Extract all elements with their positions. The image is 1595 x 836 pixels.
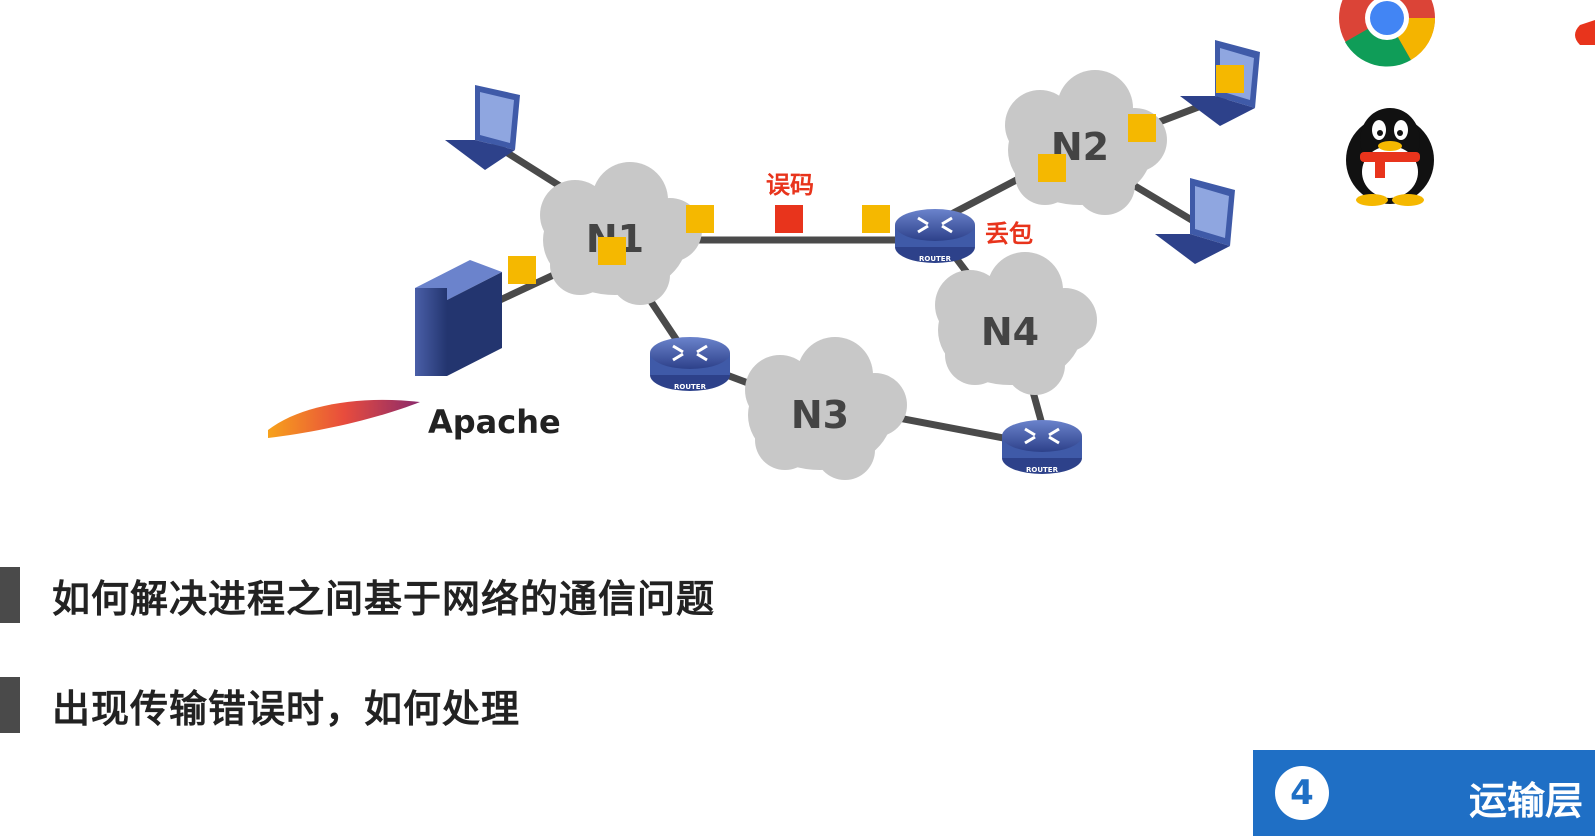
cloud-n1: N1 [540,162,702,305]
drop-label: 丢包 [985,220,1033,248]
router-bottom-right: ROUTER [1002,420,1082,474]
error-packet [775,205,803,233]
cloud-icon [935,252,1097,395]
router-left: ROUTER [650,337,730,391]
section-number: 4 [1275,766,1329,820]
apache-label: Apache [428,403,561,441]
network-label-n3: N3 [791,393,849,437]
apache-feather-icon [268,399,420,438]
cloud-n4: N4 [935,252,1097,395]
packet [686,205,714,233]
error-label: 误码 [766,171,814,199]
bullet-marker [0,567,20,623]
packet [598,237,626,265]
qq-penguin-icon [1346,108,1434,206]
apache-logo: Apache [268,399,561,441]
laptop-icon [1155,178,1235,264]
laptop-left [445,85,520,170]
packet [1128,114,1156,142]
router-icon [650,337,730,391]
partial-red-icon [1575,20,1595,45]
server-icon [415,260,502,376]
router-label: ROUTER [1026,466,1059,474]
packets [508,65,1244,284]
section-title: 运输层 [1468,779,1583,823]
router-top: ROUTER [895,209,975,263]
section-badge: 4 运输层 [1253,750,1595,836]
link-n2-laptop-bottom [1121,176,1204,229]
packet [1216,65,1244,93]
cloud-icon [745,337,907,480]
laptop-bottom-right [1155,178,1235,264]
network-label-n4: N4 [981,310,1039,354]
router-label: ROUTER [674,383,707,391]
laptop-icon [445,85,520,170]
bullet-text: 出现传输错误时，如何处理 [52,686,521,731]
chrome-icon [1339,0,1436,67]
router-icon [1002,420,1082,474]
router-icon [895,209,975,263]
bullet-marker [0,677,20,733]
packet [862,205,890,233]
network-diagram: N1 N2 N3 N4 [268,0,1595,480]
bullet-text: 如何解决进程之间基于网络的通信问题 [52,576,716,621]
router-label: ROUTER [919,255,952,263]
packet [1038,154,1066,182]
bullet-item: 如何解决进程之间基于网络的通信问题 [0,567,715,623]
bullet-item: 出现传输错误时，如何处理 [0,677,520,733]
server [415,260,502,376]
packet [508,256,536,284]
cloud-n3: N3 [745,337,907,480]
